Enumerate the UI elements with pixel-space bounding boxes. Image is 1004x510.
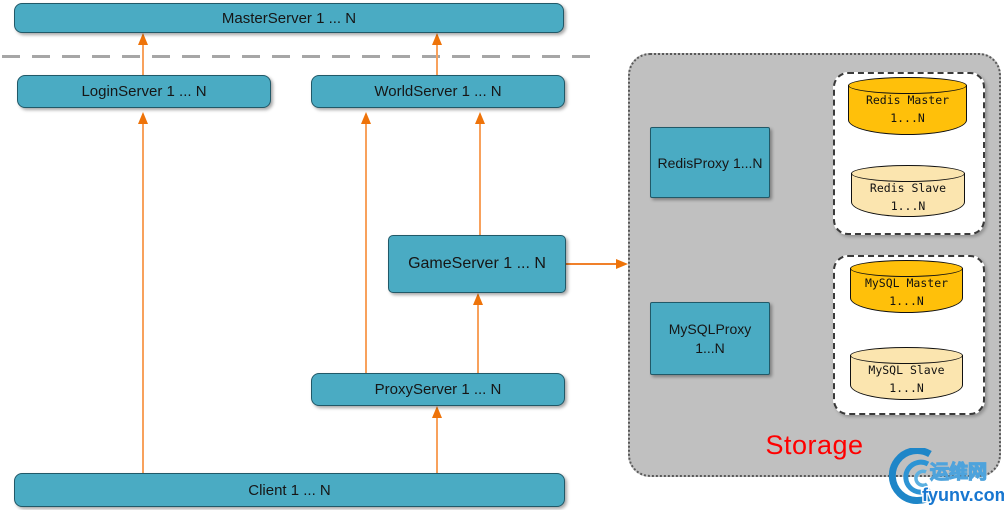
node-game-server-label: GameServer 1 ... N [408, 255, 546, 272]
storage-title: Storage [765, 430, 864, 460]
cylinder-top [850, 260, 963, 277]
arrow-client-to-loginserver [138, 112, 148, 473]
redis-slave-db-label: Redis Slave 1...N [869, 181, 947, 213]
mysql-slave-db-cylinder: MySQL Slave 1...N [850, 347, 963, 400]
node-mysql-proxy-label-line1: MySQLProxy [668, 320, 752, 337]
swirl-icon [888, 448, 936, 505]
redis-master-db-label: Redis Master 1...N [865, 93, 950, 125]
arrow-gameserver-to-worldserver [475, 112, 485, 235]
node-proxy-server: ProxyServer 1 ... N [311, 373, 565, 406]
node-login-server-label: LoginServer 1 ... N [81, 83, 207, 100]
cylinder-top [851, 165, 965, 182]
mysql-master-db-label: MySQL Master 1...N [864, 276, 949, 308]
arrow-loginserver-to-masterserver [138, 33, 148, 75]
cylinder-top [850, 347, 963, 364]
node-client: Client 1 ... N [14, 473, 565, 507]
arrow-gameserver-to-storage [566, 259, 628, 269]
node-redis-proxy: RedisProxy 1...N [650, 127, 770, 198]
redis-master-db-cylinder: Redis Master 1...N [848, 77, 967, 135]
node-redis-proxy-label: RedisProxy 1...N [657, 154, 763, 171]
node-client-label: Client 1 ... N [248, 481, 331, 499]
arrow-client-to-proxyserver [432, 406, 442, 473]
node-master-server-label: MasterServer 1 ... N [221, 9, 357, 27]
arrow-worldserver-to-masterserver [432, 33, 442, 75]
arrow-proxyserver-to-gameserver [473, 293, 483, 373]
node-proxy-server-label: ProxyServer 1 ... N [374, 381, 502, 398]
tier-separator-dashed-line [2, 55, 592, 58]
redis-slave-db-cylinder: Redis Slave 1...N [851, 165, 965, 217]
node-mysql-proxy: MySQLProxy 1...N [650, 302, 770, 375]
arrow-proxyserver-to-worldserver [361, 112, 371, 373]
watermark-site-url: fyunv.com [922, 485, 1004, 505]
watermark-site-name: 运维网 [930, 460, 987, 483]
node-mysql-proxy-label-line2: 1...N [695, 339, 725, 356]
node-login-server: LoginServer 1 ... N [17, 75, 271, 108]
mysql-slave-db-label: MySQL Slave 1...N [868, 363, 945, 395]
node-world-server: WorldServer 1 ... N [311, 75, 565, 108]
cylinder-top [848, 77, 967, 94]
node-master-server: MasterServer 1 ... N [14, 3, 564, 33]
node-world-server-label: WorldServer 1 ... N [374, 83, 502, 100]
fyunv-watermark-logo: 运维网 fyunv.com [888, 448, 1004, 507]
mysql-master-db-cylinder: MySQL Master 1...N [850, 260, 963, 313]
node-game-server: GameServer 1 ... N [388, 235, 566, 293]
